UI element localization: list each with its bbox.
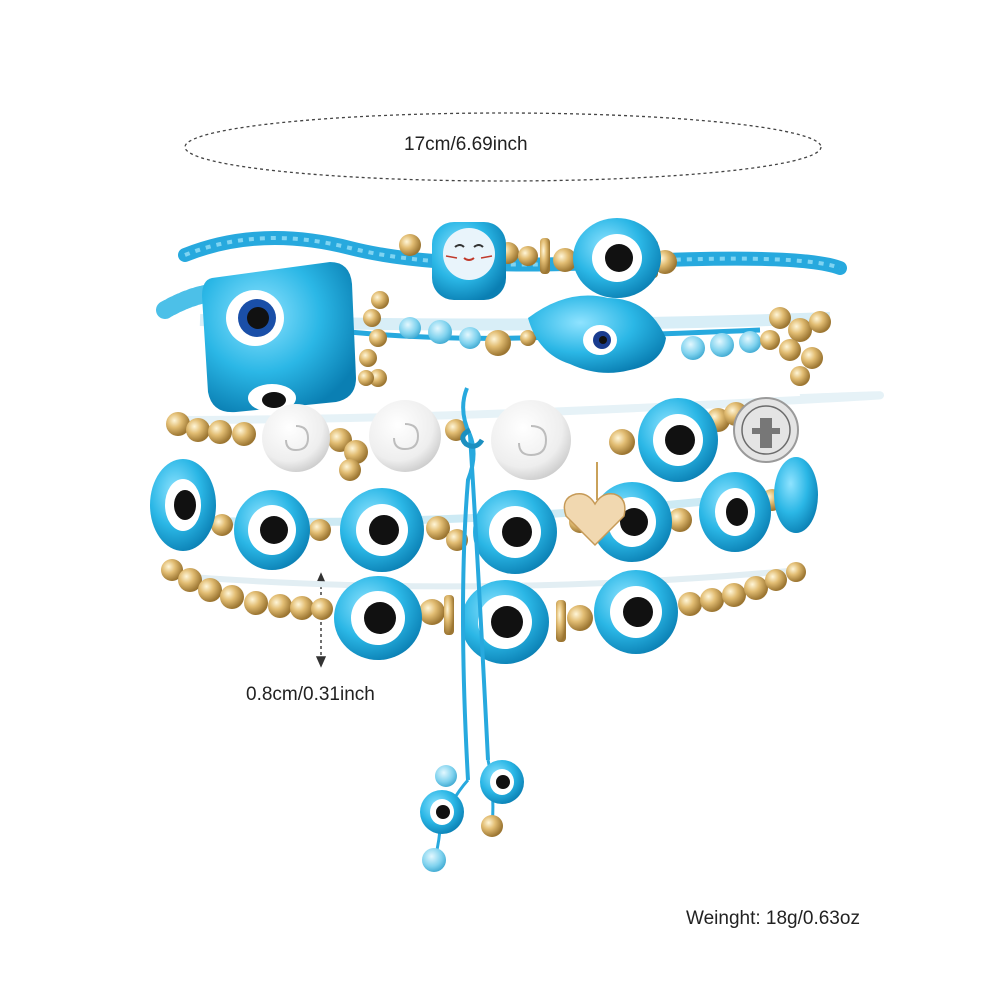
hamsa-bead-icon — [528, 295, 666, 373]
evil-eye-bead-icon — [150, 457, 818, 574]
rose-pearl-bead-icon — [262, 400, 571, 480]
hanging-cord-tassel — [420, 387, 524, 872]
hamsa-bracelet — [199, 262, 831, 413]
braided-cord-bracelet — [156, 218, 847, 319]
length-dimension-ellipse — [184, 112, 822, 182]
evil-eye-bead-icon — [638, 398, 718, 482]
bead-size-label: 0.8cm/0.31inch — [246, 684, 375, 705]
evil-eye-bead-icon — [573, 218, 661, 298]
coin-medal-icon — [733, 397, 799, 463]
length-label: 17cm/6.69inch — [404, 134, 528, 155]
heart-charm-icon — [563, 462, 626, 547]
evil-eye-heart-bracelet — [150, 457, 818, 574]
cat-face-bead-icon — [432, 222, 506, 300]
gold-evil-eye-bracelet — [161, 559, 806, 664]
evil-eye-bead-icon — [420, 760, 524, 834]
evil-eye-bead-icon — [334, 570, 678, 664]
cube-evil-eye-bead-icon — [202, 262, 356, 413]
weight-label: Weinght: 18g/0.63oz — [686, 908, 860, 929]
pearl-bracelet — [166, 391, 884, 482]
bead-size-arrow — [315, 572, 327, 668]
